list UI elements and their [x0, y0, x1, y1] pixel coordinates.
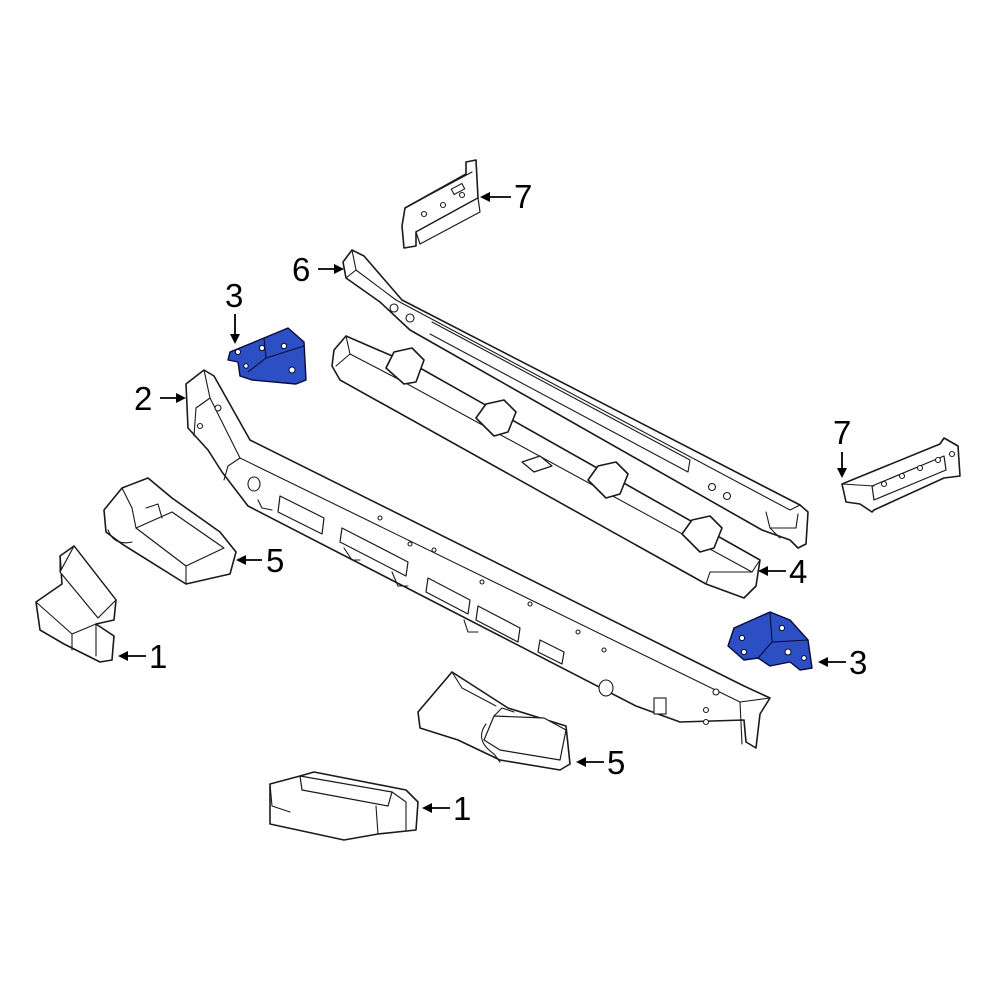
callout-7-top-label: 7: [514, 178, 532, 215]
callout-6-label: 6: [292, 251, 310, 288]
part-3-right-bracket-highlighted: [727, 611, 813, 671]
callout-1-top: 1: [118, 638, 167, 675]
part-4-absorber-bar: [331, 335, 761, 599]
part-6-upper-bar: [342, 249, 809, 549]
callout-5-bottom: 5: [576, 744, 625, 781]
callout-5-top-label: 5: [266, 542, 284, 579]
callout-3-top: 3: [225, 277, 243, 344]
part-7-right-bracket: [841, 437, 961, 513]
callout-4-label: 4: [789, 553, 807, 590]
callout-2-label: 2: [134, 380, 152, 417]
part-5-top-block: [103, 477, 237, 585]
callout-5-bottom-label: 5: [607, 744, 625, 781]
part-3-top-bracket-highlighted: [227, 327, 307, 385]
callout-3-right-label: 3: [849, 644, 867, 681]
part-1-upper-block: [35, 545, 117, 663]
part-5-bottom-block: [417, 671, 571, 771]
callout-7-top: 7: [480, 178, 532, 215]
callout-6: 6: [292, 251, 344, 288]
callout-7-right: 7: [833, 414, 851, 478]
callout-1-top-label: 1: [149, 638, 167, 675]
part-7-top-bracket: [401, 159, 481, 249]
callout-2: 2: [134, 380, 186, 417]
callout-1-bottom-label: 1: [453, 790, 471, 827]
callout-4: 4: [758, 553, 807, 590]
callout-7-right-label: 7: [833, 414, 851, 451]
callout-5-top: 5: [236, 542, 284, 579]
callout-1-bottom: 1: [422, 790, 471, 827]
part-2-crossmember: [185, 369, 771, 749]
callout-3-right: 3: [818, 644, 867, 681]
callout-3-top-label: 3: [225, 277, 243, 314]
part-1-bottom-block: [269, 771, 419, 841]
